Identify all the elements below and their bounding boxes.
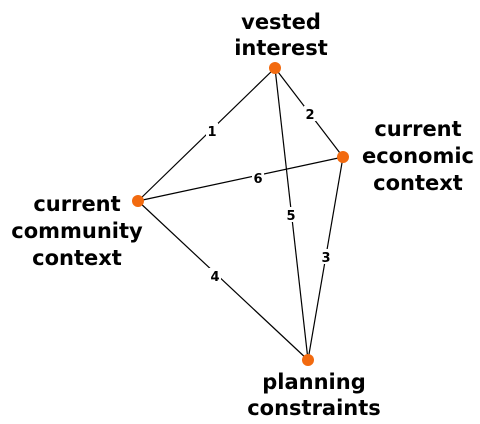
node-label-line: planning [262,370,365,394]
edge-label-4: 4 [210,270,219,285]
edge-label-background [252,170,264,185]
edge-label-background [209,268,221,283]
edge-labels-layer: 1 2 3 4 5 6 [206,106,332,285]
edge-community-planning [137,200,309,361]
edge-label-background [320,249,332,264]
node-label-line: community [11,219,143,243]
node-dot-economic [337,151,349,163]
node-label-line: constraints [247,396,381,420]
node-dot-vested [269,62,281,74]
node-label-community: current community context [11,192,143,270]
edge-label-1: 1 [207,125,216,140]
edge-label-background [206,123,218,138]
node-label-line: context [32,246,122,270]
edge-label-background [304,106,316,121]
node-label-line: context [373,171,463,195]
node-dot-community [132,195,144,207]
node-label-line: current [33,192,120,216]
node-label-line: economic [362,144,474,168]
edge-label-background [285,207,297,222]
edge-label-2: 2 [305,108,314,123]
edge-label-6: 6 [253,172,262,187]
node-label-line: interest [234,36,328,60]
edge-community-economic [137,156,344,202]
node-label-economic: current economic context [362,117,474,195]
node-label-line: current [374,117,461,141]
nodes-layer [132,62,349,366]
edge-label-3: 3 [321,251,330,266]
node-label-line: vested [241,10,321,34]
edge-label-5: 5 [286,209,295,224]
node-dot-planning [302,354,314,366]
